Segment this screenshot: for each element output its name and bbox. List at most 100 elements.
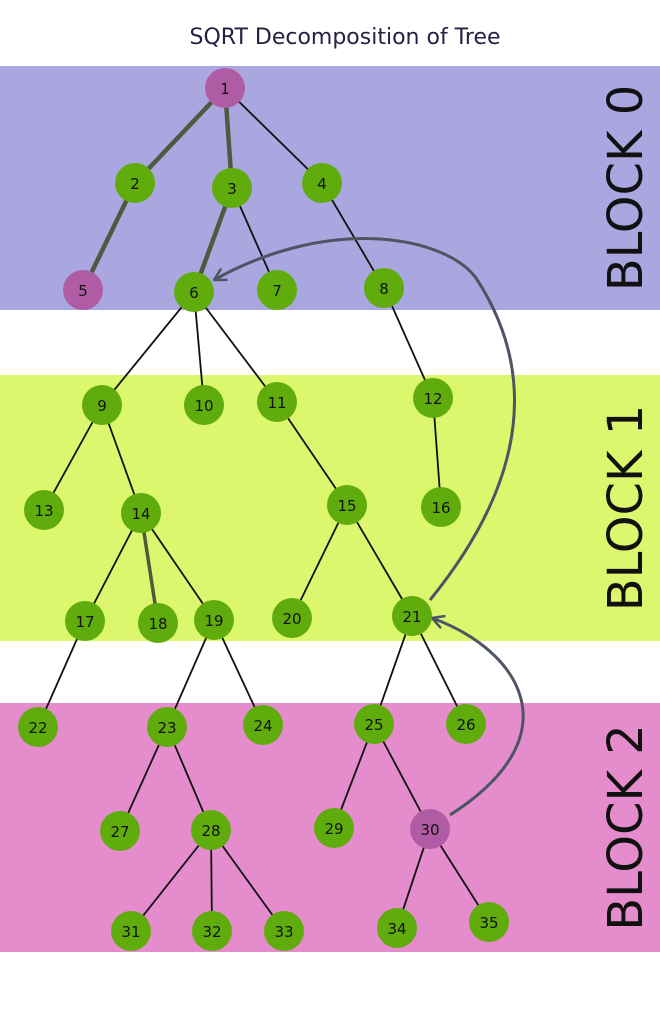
- node-label-16: 16: [431, 499, 450, 517]
- jump-arrow-30-21: [430, 614, 525, 817]
- tree-node-27: 27: [100, 811, 140, 851]
- node-circle-27: [100, 811, 140, 851]
- tree-node-14: 14: [121, 493, 161, 533]
- node-label-32: 32: [202, 923, 221, 941]
- edge-28-33: [210, 829, 285, 932]
- node-circle-35: [469, 902, 509, 942]
- tree-node-9: 9: [82, 385, 122, 425]
- node-label-14: 14: [131, 505, 150, 523]
- tree-node-11: 11: [257, 382, 297, 422]
- tree-node-26: 26: [446, 704, 486, 744]
- tree-node-24: 24: [243, 705, 283, 745]
- edge-4-8: [321, 182, 385, 289]
- node-label-3: 3: [227, 180, 237, 198]
- node-circle-31: [111, 911, 151, 951]
- tree-node-13: 13: [24, 490, 64, 530]
- tree-node-6: 6: [174, 272, 214, 312]
- node-label-17: 17: [75, 613, 94, 631]
- tree-node-28: 28: [191, 810, 231, 850]
- jump-arrow-21-6: [212, 237, 516, 601]
- tree-node-33: 33: [264, 911, 304, 951]
- node-circle-18: [138, 603, 178, 643]
- node-circle-11: [257, 382, 297, 422]
- node-label-4: 4: [317, 175, 327, 193]
- tree-node-16: 16: [421, 487, 461, 527]
- node-label-5: 5: [78, 282, 88, 300]
- jump-edges-layer: [212, 237, 525, 817]
- tree-node-32: 32: [192, 911, 232, 951]
- node-circle-32: [192, 911, 232, 951]
- edge-14-19: [140, 512, 215, 621]
- node-circle-19: [194, 600, 234, 640]
- node-label-28: 28: [201, 822, 220, 840]
- node-circle-10: [184, 385, 224, 425]
- node-label-26: 26: [456, 716, 475, 734]
- tree-node-22: 22: [18, 707, 58, 747]
- edge-1-4: [224, 87, 323, 184]
- tree-node-1: 1: [205, 68, 245, 108]
- tree-node-29: 29: [314, 808, 354, 848]
- node-label-13: 13: [34, 502, 53, 520]
- node-label-2: 2: [130, 175, 140, 193]
- tree-node-4: 4: [302, 163, 342, 203]
- node-circle-33: [264, 911, 304, 951]
- node-label-29: 29: [324, 820, 343, 838]
- node-circle-5: [63, 270, 103, 310]
- edge-15-20: [291, 504, 348, 619]
- node-circle-29: [314, 808, 354, 848]
- node-label-8: 8: [379, 280, 389, 298]
- tree-node-5: 5: [63, 270, 103, 310]
- node-label-35: 35: [479, 914, 498, 932]
- tree-node-10: 10: [184, 385, 224, 425]
- node-circle-16: [421, 487, 461, 527]
- node-label-10: 10: [194, 397, 213, 415]
- edge-6-9: [101, 291, 195, 406]
- tree-node-18: 18: [138, 603, 178, 643]
- node-circle-28: [191, 810, 231, 850]
- edge-11-15: [276, 401, 348, 506]
- node-circle-25: [354, 704, 394, 744]
- node-circle-9: [82, 385, 122, 425]
- tree-node-17: 17: [65, 601, 105, 641]
- edge-14-17: [84, 512, 142, 622]
- edge-15-21: [346, 504, 413, 617]
- node-label-33: 33: [274, 923, 293, 941]
- tree-node-35: 35: [469, 902, 509, 942]
- node-label-23: 23: [157, 719, 176, 737]
- node-label-11: 11: [267, 394, 286, 412]
- block-0-band: BLOCK 0: [0, 66, 660, 310]
- node-label-1: 1: [220, 80, 230, 98]
- tree-node-12: 12: [413, 378, 453, 418]
- node-circle-1: [205, 68, 245, 108]
- node-circle-20: [272, 598, 312, 638]
- node-label-19: 19: [204, 612, 223, 630]
- tree-node-34: 34: [377, 908, 417, 948]
- block-1-label: BLOCK 1: [598, 405, 654, 612]
- node-label-31: 31: [121, 923, 140, 941]
- node-circle-21: [392, 596, 432, 636]
- tree-node-21: 21: [392, 596, 432, 636]
- tree-node-7: 7: [257, 270, 297, 310]
- node-label-34: 34: [387, 920, 406, 938]
- edge-28-31: [130, 829, 212, 932]
- tree-node-20: 20: [272, 598, 312, 638]
- node-circle-26: [446, 704, 486, 744]
- tree-node-8: 8: [364, 268, 404, 308]
- block-0-label: BLOCK 0: [598, 85, 654, 292]
- edge-6-11: [193, 291, 278, 403]
- node-circle-23: [147, 707, 187, 747]
- node-label-22: 22: [28, 719, 47, 737]
- node-circle-15: [327, 485, 367, 525]
- node-circle-4: [302, 163, 342, 203]
- tree-node-23: 23: [147, 707, 187, 747]
- edge-8-12: [383, 287, 434, 399]
- tree-node-3: 3: [212, 168, 252, 208]
- node-circle-24: [243, 705, 283, 745]
- node-circle-2: [115, 163, 155, 203]
- node-circle-30: [410, 809, 450, 849]
- node-circle-34: [377, 908, 417, 948]
- node-label-9: 9: [97, 397, 107, 415]
- tree-node-19: 19: [194, 600, 234, 640]
